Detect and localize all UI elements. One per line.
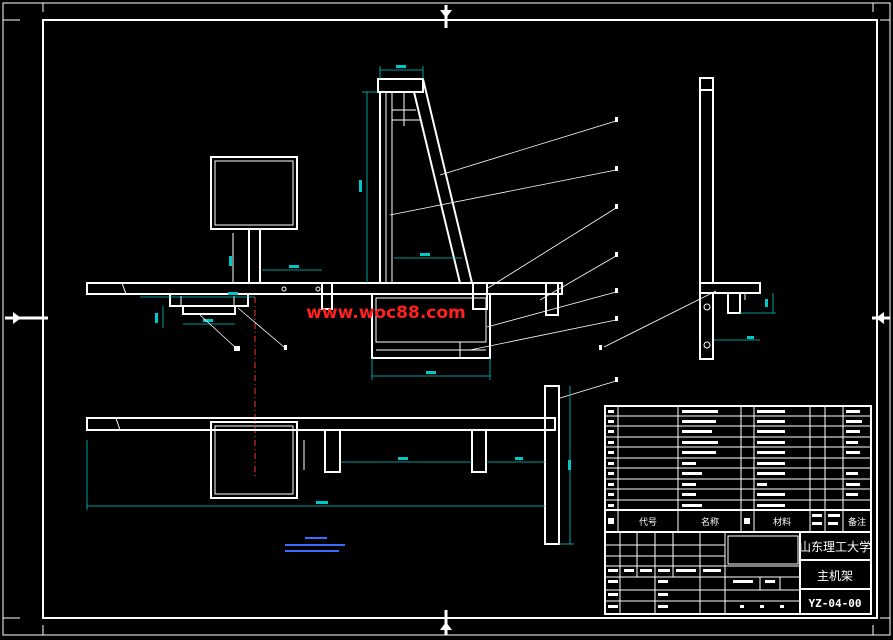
drawing-number: YZ-04-00 — [809, 597, 862, 610]
title-block — [604, 531, 872, 615]
side-dimension-text-marks — [747, 299, 768, 339]
front-view — [86, 78, 563, 359]
technical-notes — [285, 537, 345, 552]
drawing-name: 主机架 — [817, 569, 853, 583]
balloon-marks — [234, 117, 618, 382]
watermark: www.woc88.com — [306, 303, 466, 323]
bom-table — [604, 405, 872, 533]
side-view — [699, 77, 761, 360]
bom-header-name: 名称 — [701, 516, 719, 528]
top-dimension-text-marks — [316, 457, 571, 504]
top-dimensions — [86, 386, 574, 545]
university-name: 山东理工大学 — [799, 539, 871, 554]
corner-marks — [3, 3, 890, 635]
title-block-cell-marks — [608, 569, 784, 608]
bom-header-material: 材料 — [773, 516, 791, 528]
bom-header-code: 代号 — [639, 517, 657, 528]
front-dimensions — [140, 66, 491, 380]
side-dimensions — [714, 293, 776, 341]
corner-triangles — [13, 10, 884, 630]
bom-header-remark: 备注 — [848, 516, 866, 528]
leader-lines — [199, 120, 717, 399]
front-dimension-text-marks — [155, 65, 436, 374]
top-view — [86, 385, 560, 545]
bom-cell-marks — [608, 410, 862, 525]
